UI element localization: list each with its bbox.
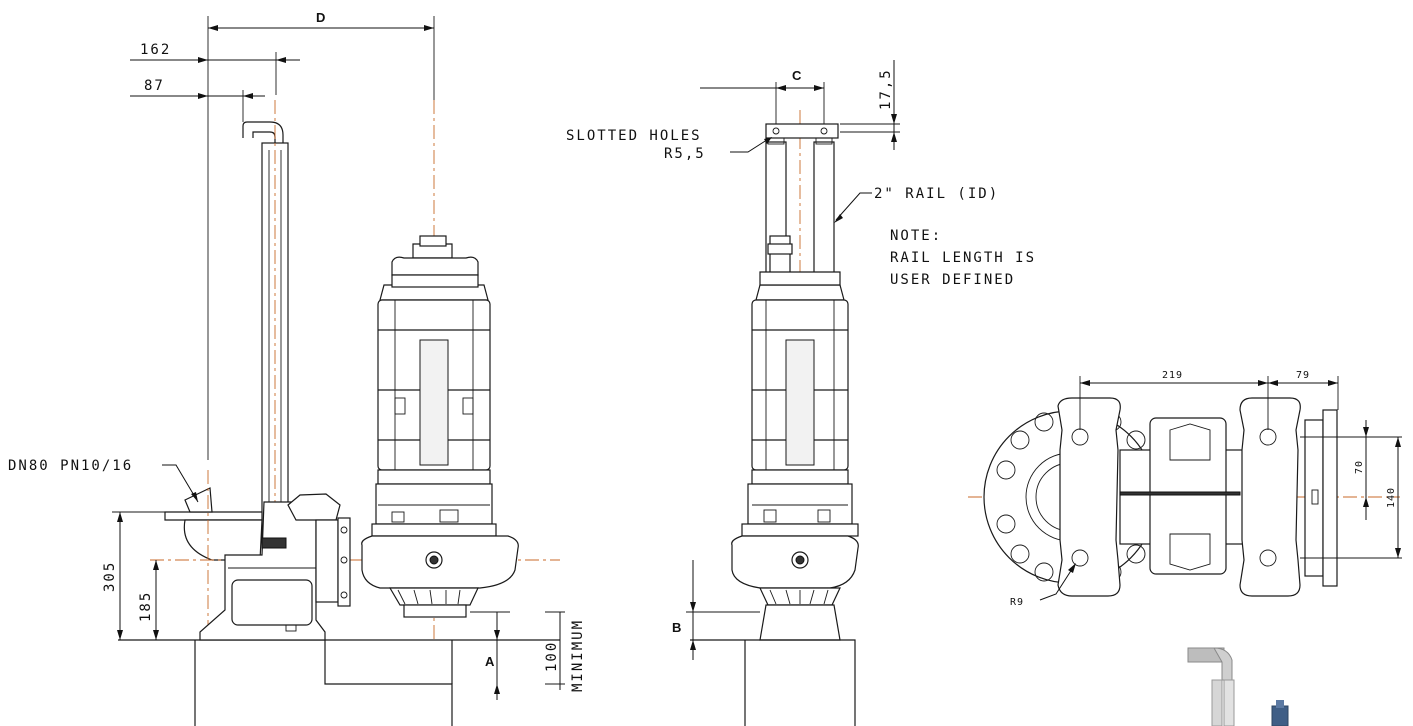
slotted-radius-label: R5,5 xyxy=(664,146,706,162)
dim-219-label: 219 xyxy=(1162,370,1183,381)
dim-17-5-label: 17,5 xyxy=(878,68,894,110)
rail-label: 2" RAIL (ID) xyxy=(874,186,999,202)
radius-label: R9 xyxy=(1010,597,1024,608)
minimum-label: MINIMUM xyxy=(570,619,586,692)
dim-d-label: D xyxy=(316,10,325,25)
dim-a-label: A xyxy=(485,654,495,669)
dim-b-label: B xyxy=(672,620,681,635)
note-label: NOTE: xyxy=(890,228,942,244)
dim-c-label: C xyxy=(792,68,802,83)
dim-162-label: 162 xyxy=(140,42,171,58)
dim-185-label: 185 xyxy=(138,591,154,622)
product-thumbnail xyxy=(1187,647,1289,726)
dim-87-label: 87 xyxy=(144,78,165,94)
note-line-3: USER DEFINED xyxy=(890,272,1015,288)
front-view: C 17,5 SLOTTED HOLES R5,5 2" RAIL (ID) N… xyxy=(566,60,1036,726)
dim-140-label: 140 xyxy=(1386,487,1397,508)
top-view: 219 79 70 140 R9 xyxy=(968,370,1402,608)
slotted-holes-label: SLOTTED HOLES xyxy=(566,128,702,144)
dim-305-label: 305 xyxy=(102,561,118,592)
dim-100-label: 100 xyxy=(544,641,560,672)
note-line-2: RAIL LENGTH IS xyxy=(890,250,1036,266)
dim-70-label: 70 xyxy=(1354,460,1365,474)
side-view: D 162 87 xyxy=(8,10,586,726)
flange-label: DN80 PN10/16 xyxy=(8,458,133,474)
dim-79-label: 79 xyxy=(1296,370,1310,381)
